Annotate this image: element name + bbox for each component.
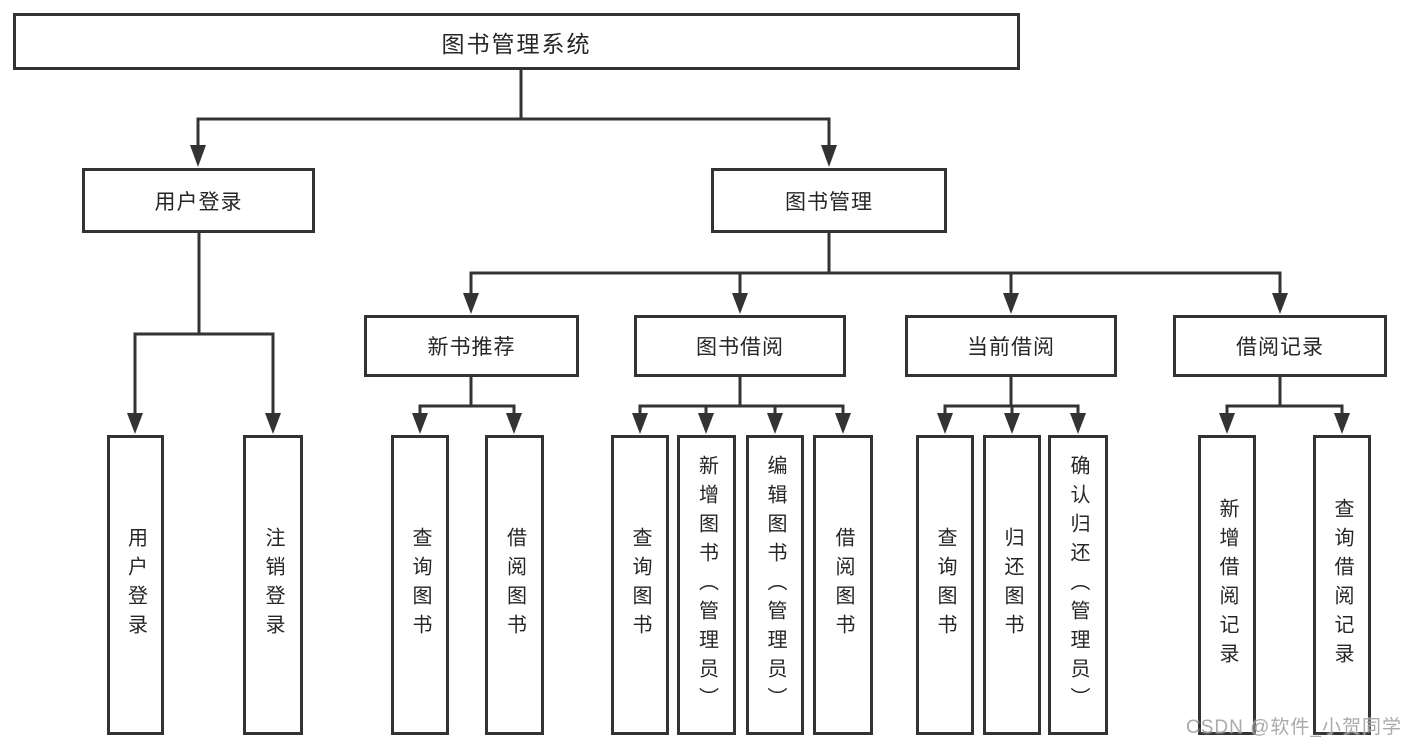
node-book-borrow: 图书借阅 — [634, 315, 846, 377]
arrowheads — [127, 145, 1350, 434]
leaf-borrow-query-books: 查询图书 — [611, 435, 669, 735]
leaf-borrow-borrow-books: 借阅图书 — [813, 435, 873, 735]
leaf-recommend-query-books: 查询图书 — [391, 435, 449, 735]
csdn-watermark: CSDN @软件_小贺同学 — [1186, 717, 1402, 738]
node-new-book-recommend: 新书推荐 — [364, 315, 579, 377]
node-current-borrow: 当前借阅 — [905, 315, 1117, 377]
node-root-system: 图书管理系统 — [13, 13, 1020, 70]
leaf-records-query-record: 查询借阅记录 — [1313, 435, 1371, 735]
leaf-records-add-record: 新增借阅记录 — [1198, 435, 1256, 735]
node-borrow-records: 借阅记录 — [1173, 315, 1387, 377]
leaf-borrow-edit-books-admin: 编辑图书（管理员） — [746, 435, 804, 735]
leaf-current-confirm-return-admin: 确认归还（管理员） — [1048, 435, 1108, 735]
leaf-borrow-add-books-admin: 新增图书（管理员） — [677, 435, 736, 735]
leaf-current-query-books: 查询图书 — [916, 435, 974, 735]
leaf-current-return-books: 归还图书 — [983, 435, 1041, 735]
node-user-login: 用户登录 — [82, 168, 315, 233]
leaf-logout: 注销登录 — [243, 435, 303, 735]
leaf-user-login: 用户登录 — [107, 435, 164, 735]
node-book-management: 图书管理 — [711, 168, 947, 233]
leaf-recommend-borrow-books: 借阅图书 — [485, 435, 544, 735]
